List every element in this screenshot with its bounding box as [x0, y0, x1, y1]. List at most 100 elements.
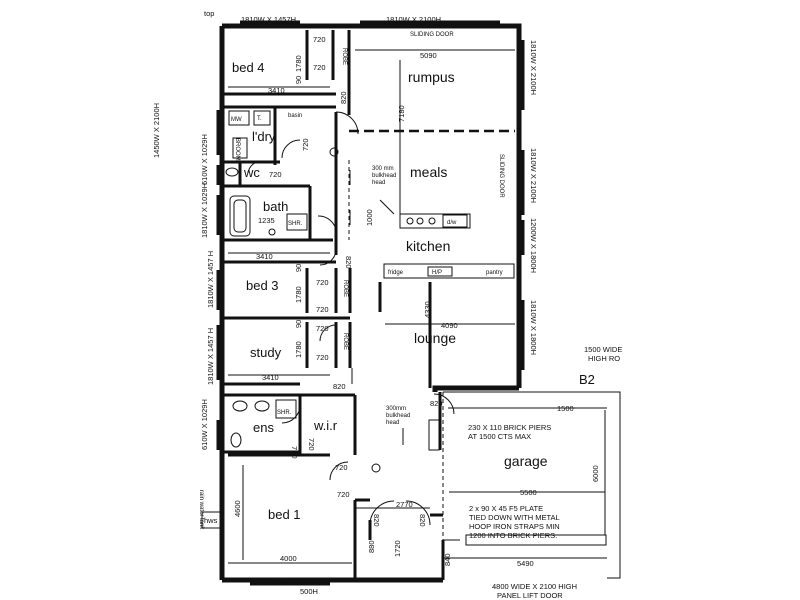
- dimension: 3410: [262, 373, 279, 382]
- dimension: 820: [344, 256, 353, 269]
- room-laundry: l'dry: [252, 129, 276, 144]
- sliding-door-label: SLIDING DOOR: [498, 154, 504, 198]
- window-size: 1450W X 2100H: [152, 103, 161, 158]
- room-bed3: bed 3: [246, 278, 279, 293]
- dimension: 5490: [517, 559, 534, 568]
- window-size: 610W X 1029H: [200, 134, 209, 185]
- dimension: 720: [301, 138, 310, 151]
- dimension: 4600: [233, 500, 242, 517]
- bulkhead-note: bulkhead: [372, 173, 396, 179]
- robe-label: ROBE: [342, 280, 348, 297]
- robe-label: ROBE: [342, 333, 348, 350]
- dimension: 820: [430, 399, 443, 408]
- bulkhead-note: head: [386, 420, 399, 426]
- dimension: 720: [290, 446, 299, 459]
- dimension: 820: [372, 514, 381, 527]
- plate-note: HOOP IRON STRAPS MIN: [469, 522, 560, 531]
- window-size: 1810W X 1029H: [200, 183, 209, 238]
- dimension: 1780: [294, 55, 303, 72]
- dimension: 3410: [256, 252, 273, 261]
- room-ensuite: ens: [253, 420, 274, 435]
- dimension: 720: [307, 438, 316, 451]
- garage-outline: [428, 391, 621, 579]
- door-swings: [247, 111, 607, 546]
- window-size: 1810W X 1457 H: [206, 328, 215, 385]
- dimension: 720: [316, 278, 329, 287]
- room-wc: wc: [243, 165, 260, 180]
- dimension: 4330: [423, 301, 432, 318]
- window-marks: [216, 20, 525, 586]
- window-size: 1810W X 1800H: [529, 300, 538, 355]
- room-wir: w.i.r: [313, 418, 338, 433]
- dimension: 1780: [294, 341, 303, 358]
- b2-label: B2: [579, 372, 595, 387]
- fridge-label: fridge: [388, 270, 404, 276]
- room-lounge: lounge: [414, 330, 456, 346]
- piers-note: AT 1500 CTS MAX: [468, 432, 531, 441]
- fixtures: [201, 110, 515, 529]
- plate-note: 2 x 90 X 45 F5 PLATE: [469, 504, 543, 513]
- window-size: 1810W X 1457H: [241, 15, 296, 24]
- room-garage: garage: [504, 453, 548, 469]
- dimension: 7180: [397, 105, 406, 122]
- arrow-marks: [349, 170, 404, 445]
- dimension: 5090: [420, 51, 437, 60]
- plate-note: TIED DOWN WITH METAL: [469, 513, 560, 522]
- room-study: study: [250, 345, 282, 360]
- dimension: 90: [294, 264, 303, 272]
- dimension: 3410: [268, 86, 285, 95]
- room-meals: meals: [410, 164, 447, 180]
- dimension: 720: [335, 463, 348, 472]
- garage-door-label: PANEL LIFT DOOR: [497, 591, 563, 600]
- dimension: 1500: [557, 404, 574, 413]
- window-size: 610W X 1029H: [200, 399, 209, 450]
- plate-note: 1200 INTO BRICK PIERS.: [469, 531, 557, 540]
- shower-label: SHR.: [288, 221, 303, 227]
- exterior-walls: [219, 23, 522, 583]
- garage-door-label: 4800 WIDE X 2100 HIGH: [492, 582, 577, 591]
- shower-label: SHR.: [277, 410, 292, 416]
- interior-walls: [222, 30, 515, 580]
- window-size: 1810W X 1457 H: [206, 251, 215, 308]
- rain-tank-label: rain water tank: [198, 490, 204, 530]
- dimension: 5500: [520, 488, 537, 497]
- dimension: 720: [269, 170, 282, 179]
- dimension: 4000: [280, 554, 297, 563]
- dimension-lines: [228, 49, 607, 564]
- top-label: top: [204, 9, 214, 18]
- dimension: 720: [316, 305, 329, 314]
- bulkhead-note: 300 mm: [372, 166, 394, 172]
- dimension: 720: [313, 35, 326, 44]
- window-size: 1810W X 2100H: [386, 15, 441, 24]
- dimension: 820: [339, 91, 348, 104]
- garage-window-label: HIGH RO: [588, 354, 620, 363]
- dimension: 720: [316, 324, 329, 333]
- piers-note: 230 X 110 BRICK PIERS: [468, 423, 551, 432]
- dimension: 2770: [396, 500, 413, 509]
- dishwasher-label: d/w: [447, 220, 457, 226]
- dimension: 840: [443, 553, 452, 566]
- microwave-label: MW: [231, 117, 242, 123]
- dimension: 1000: [365, 209, 374, 226]
- bulkhead-note: head: [372, 180, 385, 186]
- dimension: 720: [313, 63, 326, 72]
- bulkhead-note: 300mm: [386, 406, 406, 412]
- window-size: 1200W X 1800H: [529, 218, 538, 273]
- basin-label: basin: [288, 113, 302, 119]
- sliding-door-label: SLIDING DOOR: [410, 32, 454, 38]
- bulkhead-note: bulkhead: [386, 413, 410, 419]
- garage-window-label: 1500 WIDE: [584, 345, 622, 354]
- dimension: 720: [337, 490, 350, 499]
- hws-label: hws: [204, 516, 218, 525]
- dimension: 820: [333, 382, 346, 391]
- dimension: 90: [294, 320, 303, 328]
- pantry-label: pantry: [486, 270, 503, 276]
- dimension: 1780: [294, 286, 303, 303]
- dimension: 880: [367, 540, 376, 553]
- dimension: 6000: [591, 465, 600, 482]
- dimension: 1235: [258, 216, 275, 225]
- room-bath: bath: [263, 199, 288, 214]
- broom-label: BROOM: [234, 138, 240, 161]
- room-bed1: bed 1: [268, 507, 301, 522]
